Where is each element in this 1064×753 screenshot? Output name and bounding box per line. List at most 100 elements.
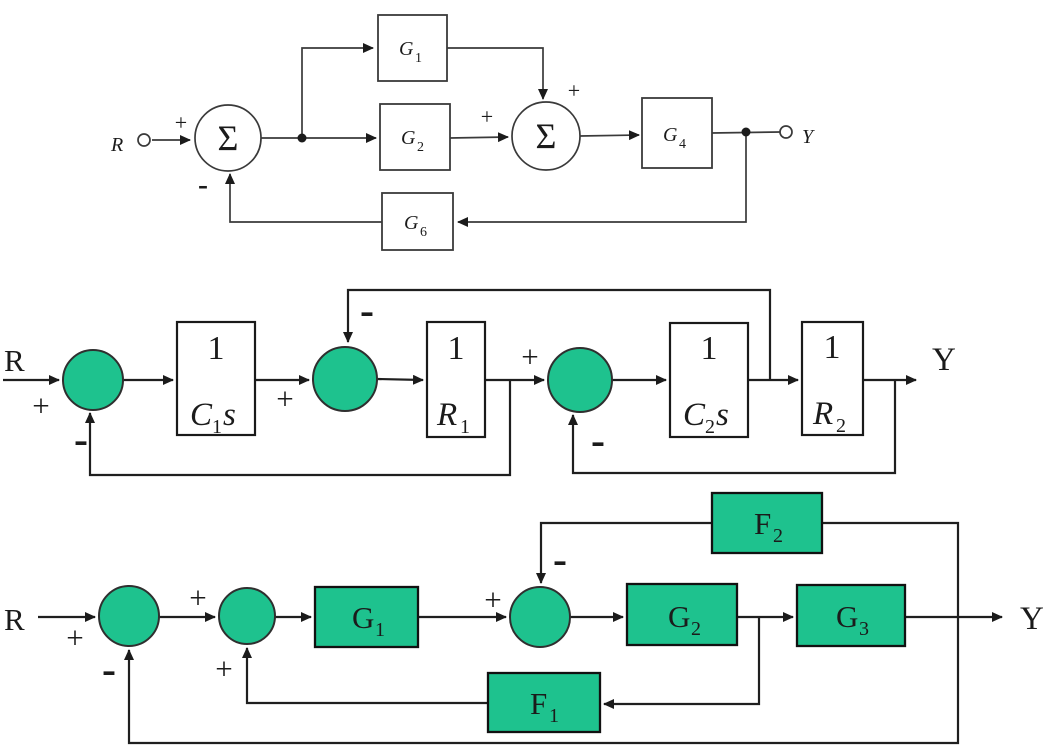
output-label: Y xyxy=(802,126,815,148)
top-wires xyxy=(152,14,781,251)
block-num: 1 xyxy=(701,330,718,367)
block-1-over-r2 xyxy=(800,320,865,437)
block-1-over-r1 xyxy=(425,320,487,439)
output-label: Y xyxy=(1020,601,1044,637)
block-g1-label: G xyxy=(352,600,374,635)
wire-g1-to-sum2 xyxy=(447,47,548,100)
block-g2 xyxy=(625,582,739,647)
plus-sign: + xyxy=(276,381,293,416)
block-f2 xyxy=(710,491,824,555)
plus-sign: + xyxy=(175,110,187,135)
plus-sign: + xyxy=(66,620,83,655)
block-den: R xyxy=(812,396,833,432)
summing-junction-2 xyxy=(511,101,581,171)
wire-sum2-to-block2 xyxy=(376,374,424,385)
summing-junction-1 xyxy=(62,349,124,411)
block-f2-label: F xyxy=(754,506,771,541)
block-g6 xyxy=(381,192,454,251)
plus-sign: + xyxy=(521,339,538,374)
output-label: Y xyxy=(932,342,956,378)
block-1-over-c1s xyxy=(175,320,257,437)
block-f2-sub: 2 xyxy=(773,525,783,547)
minus-sign: - xyxy=(198,168,208,201)
block-g2-sub: 2 xyxy=(691,618,701,640)
branch-node-dot xyxy=(297,133,307,143)
summing-junction-2 xyxy=(312,346,378,412)
wire-f2-to-sum3 xyxy=(536,521,712,584)
bottom-diagram: R + - + + G 1 + - G 2 G 3 F 2 F 1 Y xyxy=(4,491,1044,745)
summing-junction-1 xyxy=(194,104,262,172)
wire-bottom-feedback-to-sum1 xyxy=(85,380,512,477)
input-label: R xyxy=(4,602,25,637)
block-g3 xyxy=(795,583,907,648)
output-node-dot xyxy=(741,127,751,137)
wire-f1-to-sum2 xyxy=(242,647,488,705)
wire-tap-to-f2 xyxy=(822,521,960,617)
block-g1 xyxy=(377,14,448,82)
wire-top-feedback-to-sum2 xyxy=(343,288,772,380)
input-label: R xyxy=(110,134,123,156)
block-den: C xyxy=(683,397,706,433)
wire-g2-to-sum2 xyxy=(449,132,509,143)
block-1-over-c2s xyxy=(668,321,750,439)
block-den-tail: s xyxy=(716,397,729,433)
input-label: R xyxy=(4,343,25,378)
block-g3-sub: 3 xyxy=(859,618,869,640)
block-g4-label: G xyxy=(663,124,678,146)
wire-sum2-to-g4 xyxy=(579,130,640,141)
summing-junction-3 xyxy=(547,347,613,413)
block-den-tail: s xyxy=(223,397,236,433)
block-g2 xyxy=(379,103,451,171)
middle-diagram: R + - 1 C 1 s + - 1 R 1 + - 1 C 2 s 1 R … xyxy=(3,288,956,477)
block-num: 1 xyxy=(448,330,465,367)
block-den-sub: 2 xyxy=(836,415,846,437)
block-num: 1 xyxy=(824,329,841,366)
minus-sign: - xyxy=(74,417,88,463)
input-terminal xyxy=(137,133,151,147)
wire-global-feedback-to-sum1 xyxy=(124,617,960,745)
minus-sign: - xyxy=(591,418,605,464)
block-f1 xyxy=(486,671,602,734)
block-den: C xyxy=(190,397,213,433)
block-den-sub: 1 xyxy=(460,416,470,438)
sum-symbol: Σ xyxy=(218,118,239,158)
summing-junction-3 xyxy=(509,586,571,648)
wire-feedback-to-g6 xyxy=(457,132,747,227)
block-g3-label: G xyxy=(836,599,858,634)
sum-symbol: Σ xyxy=(536,116,557,156)
wire-bottom-feedback-to-sum3 xyxy=(568,380,897,475)
summing-junction-1 xyxy=(98,585,160,647)
top-diagram: R + Σ - G 1 G 2 + + Σ G 4 Y G 6 xyxy=(110,14,815,251)
plus-sign: + xyxy=(481,104,493,129)
block-num: 1 xyxy=(208,330,225,367)
minus-sign: - xyxy=(360,288,374,334)
block-g6-label: G xyxy=(404,212,419,234)
block-g2-sub: 2 xyxy=(417,140,424,155)
summing-junction-2 xyxy=(218,587,276,645)
block-g2-label: G xyxy=(401,127,416,149)
plus-sign: + xyxy=(484,582,501,617)
block-den-sub: 1 xyxy=(212,416,222,438)
block-g1 xyxy=(313,585,420,649)
wire-node-to-g1 xyxy=(301,43,374,138)
minus-sign: - xyxy=(102,647,116,693)
output-terminal xyxy=(779,125,793,139)
plus-sign: + xyxy=(32,388,49,423)
wire-g6-to-sum1 xyxy=(225,173,382,223)
minus-sign: - xyxy=(553,537,567,583)
plus-sign: + xyxy=(189,580,206,615)
block-g1-label: G xyxy=(399,38,414,60)
block-g2-label: G xyxy=(668,599,690,634)
bottom-wires xyxy=(38,521,1003,745)
block-g4 xyxy=(641,97,713,169)
plus-sign: + xyxy=(568,78,580,103)
plus-sign: + xyxy=(215,651,232,686)
wire-tap-to-f1 xyxy=(603,617,761,709)
block-f1-sub: 1 xyxy=(549,705,559,727)
block-den-sub: 2 xyxy=(705,416,715,438)
block-f1-label: F xyxy=(530,686,547,721)
block-g1-sub: 1 xyxy=(375,619,385,641)
block-g1-sub: 1 xyxy=(415,51,422,66)
block-g6-sub: 6 xyxy=(420,225,427,240)
